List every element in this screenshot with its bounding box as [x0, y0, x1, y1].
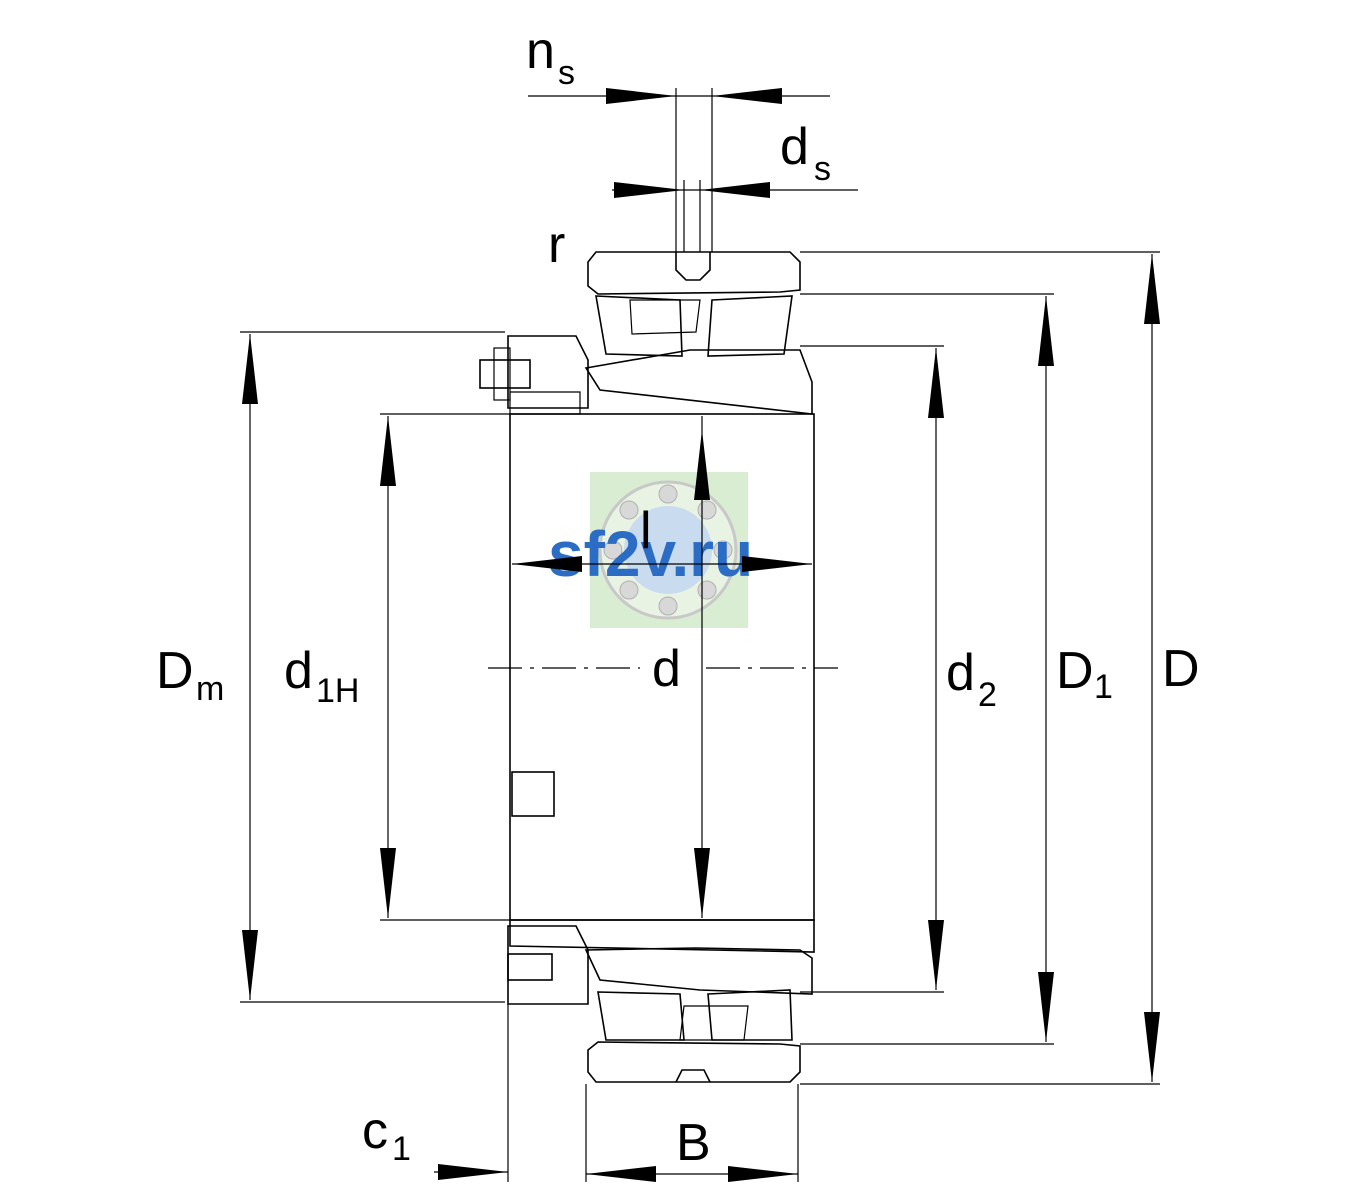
dimension-ds [612, 182, 858, 198]
svg-text:1: 1 [1094, 668, 1113, 706]
dimension-ns [528, 88, 830, 104]
dimension-B [586, 1166, 798, 1182]
label-D1: D 1 [1056, 642, 1113, 706]
lock-nut-top [479, 335, 589, 409]
label-ns: n s [526, 22, 575, 92]
svg-text:c: c [362, 1102, 388, 1160]
label-d2: d 2 [946, 644, 997, 714]
svg-text:m: m [196, 670, 224, 708]
dimension-D [1144, 254, 1160, 1082]
watermark-text: sf2v.ru [548, 518, 753, 590]
svg-text:2: 2 [978, 676, 997, 714]
dimension-D1 [1038, 296, 1054, 1042]
svg-text:D: D [156, 642, 194, 700]
svg-text:n: n [526, 22, 555, 80]
label-r: r [548, 216, 565, 274]
extension-lines [240, 88, 1160, 1182]
dimension-d [694, 416, 710, 918]
svg-text:d: d [780, 118, 809, 176]
dimension-d2 [928, 348, 944, 990]
label-ds: d s [780, 118, 831, 188]
svg-text:d: d [946, 644, 975, 702]
label-D: D [1162, 640, 1200, 698]
adapter-sleeve [509, 391, 815, 953]
dimension-Dm [242, 334, 258, 1000]
svg-text:1: 1 [392, 1130, 411, 1168]
dimension-l [512, 556, 812, 572]
roller-top [595, 295, 793, 357]
svg-text:s: s [558, 54, 575, 92]
svg-text:s: s [814, 150, 831, 188]
dimension-d1H [380, 416, 396, 918]
svg-text:1H: 1H [316, 672, 359, 710]
label-Dm: D m [156, 642, 224, 708]
label-c1: c 1 [362, 1102, 411, 1168]
roller-bottom [597, 989, 793, 1041]
dimension-c1 [434, 1164, 508, 1180]
outer-ring-top [587, 251, 801, 295]
label-d1H: d 1H [284, 642, 359, 710]
label-d: d [652, 640, 681, 698]
label-B: B [676, 1114, 711, 1172]
svg-text:d: d [284, 642, 313, 700]
inner-ring-bottom [584, 947, 813, 995]
svg-text:D: D [1056, 642, 1094, 700]
lock-nut-bottom [507, 925, 589, 1005]
label-l: l [640, 502, 652, 560]
inner-ring-top [584, 349, 813, 415]
outer-ring-bottom [587, 1041, 801, 1083]
